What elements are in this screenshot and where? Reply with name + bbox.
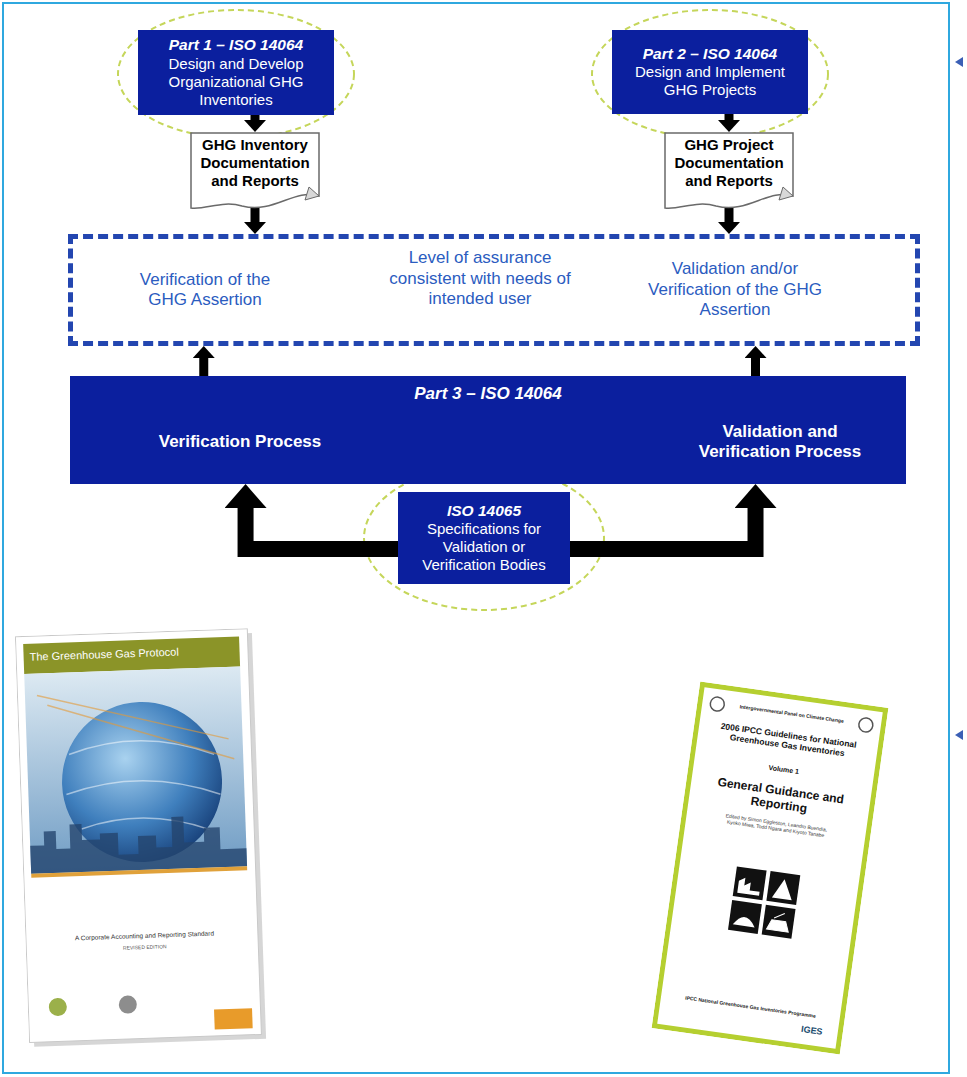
publisher-logo: [118, 995, 137, 1014]
standard-part-box: ISO 14065Specifications for Validation o…: [398, 492, 570, 584]
node-text: Verification of the GHG Assertion: [120, 270, 290, 311]
cover-streaks: [37, 689, 234, 766]
node-text: Validation and/or Verification of the GH…: [635, 259, 835, 320]
publisher-logo: [49, 998, 68, 1017]
cover-picture: [24, 666, 247, 873]
ipcc-logo: [709, 696, 725, 712]
highlight-ellipse: [364, 466, 604, 610]
pictogram-tree: [772, 878, 795, 901]
node-text: GHG Project Documentation and Reports: [668, 136, 790, 190]
pictogram: [766, 871, 800, 905]
standard-part-box: Part 2 – ISO 14064Design and Implement G…: [612, 30, 808, 114]
node-text: Part 3 – ISO 14064: [70, 384, 906, 404]
node-text: Part 1 – ISO 14064: [169, 36, 303, 55]
document-outline: [191, 133, 319, 208]
document-fold: [305, 187, 319, 200]
pictogram-field: [733, 915, 756, 927]
side-pointer: [955, 730, 963, 740]
cover-page: [15, 629, 261, 1043]
outer-frame: [3, 3, 949, 1073]
highlight-ellipse: [118, 10, 354, 138]
verification-process-band: Part 3 – ISO 14064Verification Process Va…: [70, 376, 906, 484]
side-pointer: [955, 57, 963, 67]
document-shape: GHG Inventory Documentation and Reports: [190, 132, 320, 216]
assurance-band: Verification of the GHG Assertion Level o…: [68, 234, 920, 346]
document-outline: [665, 133, 793, 208]
pictogram-waste: [766, 911, 790, 932]
flow-arrow: [251, 115, 260, 120]
node-text: Level of assurance consistent with needs…: [380, 248, 580, 309]
unep-logo: [858, 717, 874, 733]
flow-arrow: [199, 358, 208, 376]
node-text: Design and Implement GHG Projects: [620, 63, 800, 99]
flow-arrow: [251, 206, 260, 222]
node-text: GHG Inventory Documentation and Reports: [194, 136, 316, 190]
node-text: Validation and Verification Process: [695, 422, 865, 463]
flow-arrow: [725, 114, 734, 120]
node-text: ISO 14065: [447, 502, 521, 521]
highlight-ellipse: [592, 10, 828, 138]
pictogram: [762, 905, 796, 939]
standard-part-box: Part 1 – ISO 14064Design and Develop Org…: [138, 30, 334, 115]
node-text: Verification Process: [150, 432, 330, 452]
cover-page: [654, 684, 885, 1051]
flow-arrow: [751, 358, 760, 376]
node-text: Specifications for Validation or Verific…: [406, 520, 562, 574]
cover-stripe: [31, 866, 247, 878]
document-fold: [779, 187, 793, 200]
flow-arrow: [246, 508, 398, 549]
flow-arrow: [725, 206, 734, 222]
globe-lines: [65, 738, 222, 835]
book-cover: The Greenhouse Gas ProtocolA Corporate A…: [15, 628, 267, 1048]
flow-arrow: [570, 508, 756, 549]
pictogram-factory: [737, 877, 761, 896]
document-shape: GHG Project Documentation and Reports: [664, 132, 794, 216]
book-cover-illustration: [15, 628, 267, 1048]
cover-orange-bar: [214, 1008, 253, 1029]
pictogram: [733, 866, 767, 900]
node-text: Part 2 – ISO 14064: [643, 45, 777, 64]
city-skyline: [29, 814, 247, 874]
node-text: Design and Develop Organizational GHG In…: [146, 55, 326, 109]
pictogram: [728, 900, 762, 934]
book-cover: Intergovernmental Panel on Climate Chang…: [652, 681, 889, 1054]
